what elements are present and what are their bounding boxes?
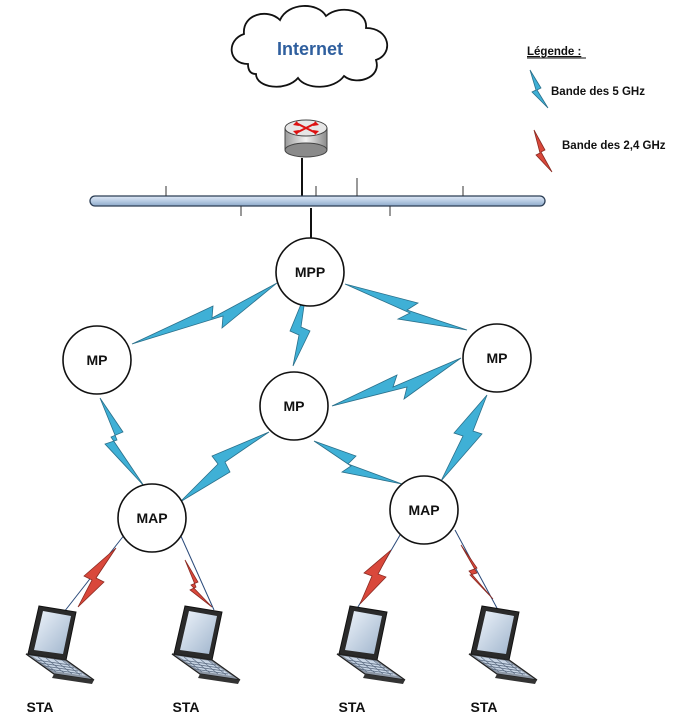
link-mp-right-map-right <box>440 394 488 482</box>
link-map-left-sta-2 <box>184 559 213 608</box>
legend-5ghz-label: Bande des 5 GHz <box>551 86 645 98</box>
node-map-right-label: MAP <box>408 502 439 518</box>
node-map-left: MAP <box>117 483 187 553</box>
sta-laptop-3: STA <box>336 605 406 715</box>
laptop-icon <box>171 605 241 685</box>
sta-label-1: STA <box>27 699 54 715</box>
link-map-right-sta-3 <box>359 549 392 605</box>
legend-5ghz-icon <box>529 69 549 109</box>
sta-laptop-1: STA <box>25 605 95 715</box>
node-mpp-label: MPP <box>295 264 325 280</box>
link-mpp-mp-right <box>344 283 468 331</box>
legend-24ghz-label: Bande des 2,4 GHz <box>562 140 666 152</box>
link-mpp-mp-left <box>131 282 278 345</box>
node-map-right: MAP <box>389 475 459 545</box>
link-mpp-mp-center <box>289 291 311 367</box>
node-mp-left-label: MP <box>87 352 108 368</box>
node-mp-center-label: MP <box>284 398 305 414</box>
laptop-icon <box>25 605 95 685</box>
laptop-icon <box>336 605 406 685</box>
legend-24ghz-icon <box>533 129 553 173</box>
node-map-left-label: MAP <box>136 510 167 526</box>
link-mp-left-map-left <box>99 397 145 487</box>
internet-label: Internet <box>277 39 343 59</box>
link-mp-center-map-right <box>313 440 403 485</box>
wireless-links-5ghz <box>99 282 488 503</box>
node-mp-left: MP <box>62 325 132 395</box>
node-mp-right: MP <box>462 323 532 393</box>
node-mp-center: MP <box>259 371 329 441</box>
internet-cloud: Internet <box>230 5 389 88</box>
link-map-left-sta-1 <box>77 547 117 608</box>
node-mp-right-label: MP <box>487 350 508 366</box>
link-map-right-sta-4 <box>460 544 494 600</box>
sta-label-2: STA <box>173 699 200 715</box>
sta-label-3: STA <box>339 699 366 715</box>
node-mpp: MPP <box>275 237 345 307</box>
sta-label-4: STA <box>471 699 498 715</box>
ethernet-bus <box>89 178 546 216</box>
link-mp-center-mp-right <box>331 357 462 407</box>
router-icon <box>284 119 328 158</box>
legend: Légende : Bande des 5 GHz Bande des 2,4 … <box>527 46 666 173</box>
wireless-links-24ghz <box>63 529 499 613</box>
laptop-icon <box>468 605 538 685</box>
legend-title: Légende : <box>527 46 581 58</box>
sta-laptop-4: STA <box>468 605 538 715</box>
link-mp-center-map-left <box>179 431 270 503</box>
sta-laptop-2: STA <box>171 605 241 715</box>
